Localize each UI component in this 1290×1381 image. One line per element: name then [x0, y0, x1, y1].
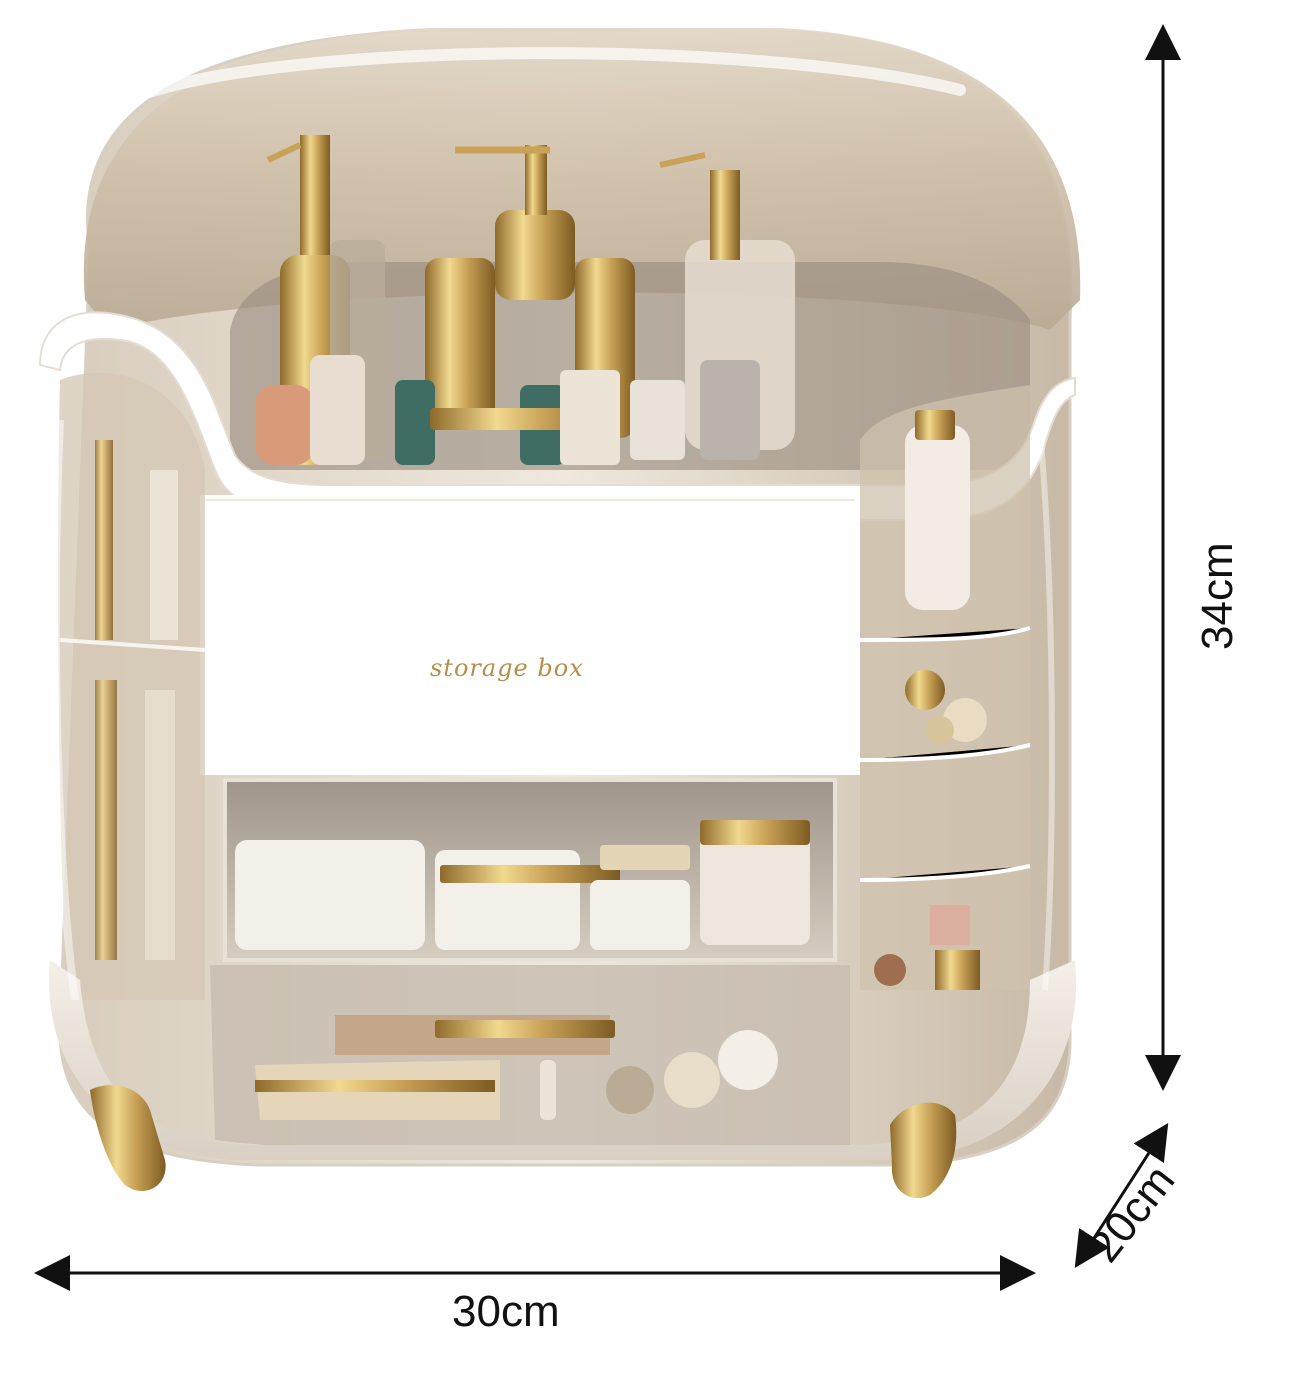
top-bottles [255, 135, 795, 465]
left-side-drawers [58, 372, 206, 1001]
gold-feet [90, 1085, 957, 1199]
height-label: 34cm [1193, 542, 1242, 650]
width-label: 30cm [452, 1287, 560, 1336]
storage-box-illustration [38, 28, 1081, 1199]
storage-box-logo-text: storage box [430, 654, 584, 682]
lower-drawer [210, 965, 850, 1155]
dimension-lines [34, 24, 1181, 1291]
depth-arrow [1074, 1122, 1169, 1269]
middle-drawer [223, 778, 837, 962]
right-side-drawers [859, 385, 1031, 990]
